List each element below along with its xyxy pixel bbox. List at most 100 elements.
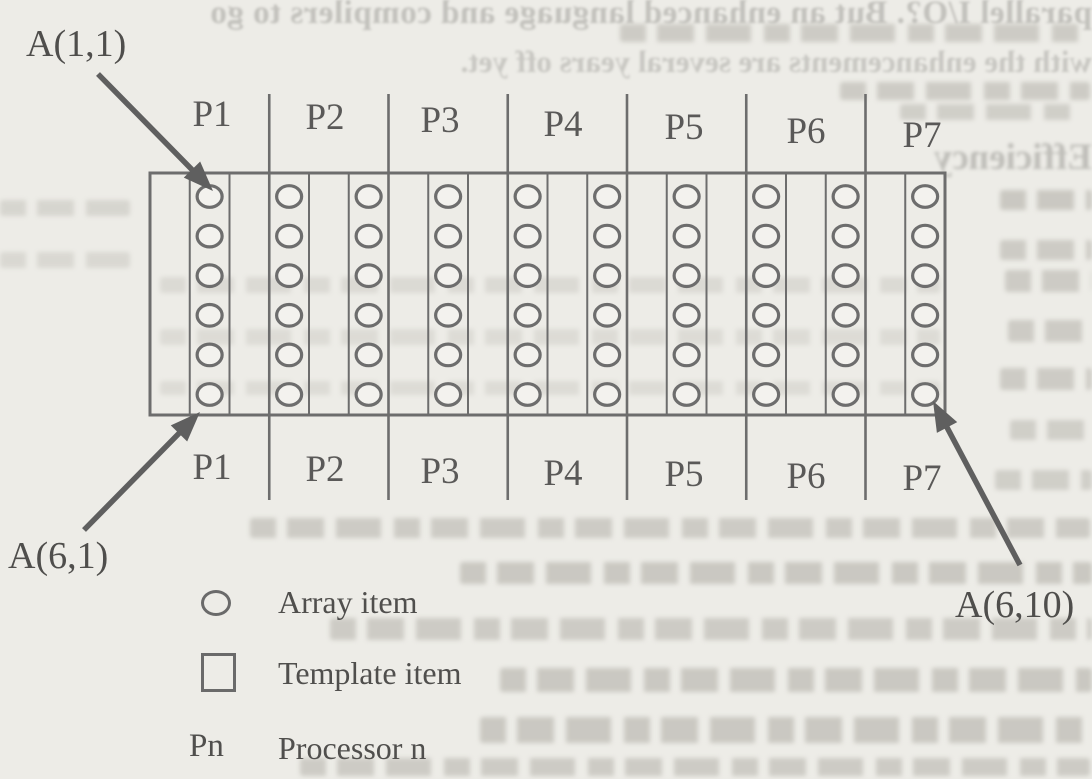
array-item-circle bbox=[831, 184, 860, 209]
bleedthrough-smudge bbox=[1000, 368, 1092, 390]
processor-label-bottom-p7: P7 bbox=[902, 458, 942, 499]
array-item-circle bbox=[354, 342, 383, 368]
array-item-circle bbox=[752, 382, 781, 407]
array-item-circle bbox=[911, 382, 940, 407]
pointer-arrow-shaft bbox=[82, 427, 185, 532]
array-item-circle bbox=[672, 263, 701, 289]
label-array-item-1-1: A(1,1) bbox=[26, 23, 127, 65]
processor-label-top-p1: P1 bbox=[192, 94, 232, 135]
bleedthrough-smudge bbox=[620, 24, 1080, 42]
bleedthrough-smudge bbox=[250, 518, 1090, 538]
template-item-icon bbox=[201, 653, 236, 692]
bleedthrough-smudge bbox=[900, 104, 1080, 120]
array-item-circle bbox=[911, 263, 940, 289]
processor-label-top-p7: P7 bbox=[902, 115, 942, 156]
processor-label-top-p2: P2 bbox=[305, 97, 345, 138]
array-item-circle bbox=[354, 184, 383, 209]
array-item-circle bbox=[672, 382, 701, 407]
array-item-circle bbox=[513, 302, 542, 328]
array-item-icon bbox=[201, 590, 231, 616]
pointer-arrow-shaft bbox=[942, 421, 1023, 567]
array-item-circle bbox=[434, 382, 463, 407]
array-item-circle bbox=[434, 184, 463, 209]
array-item-circle bbox=[593, 382, 622, 407]
processor-label-bottom-p2: P2 bbox=[305, 449, 345, 490]
bleedthrough-smudge bbox=[0, 252, 130, 268]
array-item-circle bbox=[275, 263, 304, 289]
array-item-circle bbox=[354, 223, 383, 249]
array-item-circle bbox=[752, 184, 781, 209]
array-item-circle bbox=[275, 184, 304, 209]
bleedthrough-smudge bbox=[300, 758, 1090, 776]
array-item-circle bbox=[434, 302, 463, 328]
array-item-circle bbox=[354, 382, 383, 407]
array-item-circle bbox=[434, 223, 463, 249]
array-item-circle bbox=[593, 184, 622, 209]
bleedthrough-smudge bbox=[460, 562, 1092, 584]
bleedthrough-smudge bbox=[1008, 320, 1092, 342]
array-item-circle bbox=[752, 342, 781, 368]
array-item-circle bbox=[434, 263, 463, 289]
pointer-arrowhead bbox=[933, 401, 958, 433]
array-item-circle bbox=[911, 223, 940, 249]
processor-symbol: Pn bbox=[189, 728, 224, 764]
array-item-circle bbox=[593, 302, 622, 328]
array-item-circle bbox=[195, 263, 224, 289]
processor-label-bottom-p6: P6 bbox=[786, 456, 826, 497]
label-array-item-6-10: A(6,10) bbox=[955, 584, 1075, 626]
array-item-circle bbox=[275, 223, 304, 249]
bleedthrough-smudge bbox=[1010, 420, 1092, 440]
array-item-circle bbox=[672, 302, 701, 328]
bleedthrough-smudge bbox=[500, 668, 1092, 692]
legend-label-array-item: Array item bbox=[278, 584, 418, 620]
array-item-circle bbox=[195, 223, 224, 249]
array-item-circle bbox=[513, 263, 542, 289]
array-item-circle bbox=[752, 263, 781, 289]
array-item-circle bbox=[593, 263, 622, 289]
bleedthrough-smudge bbox=[840, 82, 1090, 100]
bleedthrough-smudge bbox=[995, 470, 1092, 490]
array-item-circle bbox=[831, 382, 860, 407]
processor-label-top-p4: P4 bbox=[543, 104, 583, 145]
array-item-circle bbox=[513, 223, 542, 249]
bleedthrough-smudge bbox=[1000, 240, 1092, 260]
array-item-circle bbox=[275, 302, 304, 328]
pointer-arrowhead bbox=[170, 412, 200, 442]
array-item-circle bbox=[752, 302, 781, 328]
bleedthrough-smudge bbox=[0, 200, 130, 216]
array-item-circle bbox=[513, 342, 542, 368]
processor-label-top-p3: P3 bbox=[420, 100, 460, 141]
array-item-circle bbox=[195, 382, 224, 407]
bleedthrough-smudge bbox=[480, 717, 1092, 743]
array-item-circle bbox=[275, 382, 304, 407]
array-item-circle bbox=[354, 263, 383, 289]
array-item-circle bbox=[911, 184, 940, 209]
pointer-arrowhead bbox=[183, 161, 213, 191]
processor-label-bottom-p1: P1 bbox=[192, 447, 232, 488]
array-item-circle bbox=[831, 342, 860, 368]
array-item-circle bbox=[275, 342, 304, 368]
array-item-circle bbox=[672, 184, 701, 209]
bleedthrough-smudge bbox=[1000, 190, 1092, 210]
processor-label-top-p6: P6 bbox=[786, 111, 826, 152]
array-item-circle bbox=[593, 342, 622, 368]
array-item-circle bbox=[593, 223, 622, 249]
array-item-circle bbox=[513, 382, 542, 407]
array-item-circle bbox=[831, 302, 860, 328]
array-item-circle bbox=[195, 342, 224, 368]
legend-label-processor-n: Processor n bbox=[278, 730, 427, 766]
array-item-circle bbox=[831, 263, 860, 289]
pointer-arrow-shaft bbox=[96, 72, 198, 176]
array-item-circle bbox=[513, 184, 542, 209]
bleedthrough-smudge bbox=[1005, 270, 1092, 292]
processor-label-bottom-p5: P5 bbox=[664, 454, 704, 495]
processor-label-bottom-p4: P4 bbox=[543, 453, 583, 494]
label-array-item-6-1: A(6,1) bbox=[8, 535, 109, 577]
array-item-circle bbox=[911, 342, 940, 368]
array-item-circle bbox=[195, 302, 224, 328]
processor-label-top-p5: P5 bbox=[664, 107, 704, 148]
array-item-circle bbox=[672, 342, 701, 368]
processor-label-bottom-p3: P3 bbox=[420, 451, 460, 492]
